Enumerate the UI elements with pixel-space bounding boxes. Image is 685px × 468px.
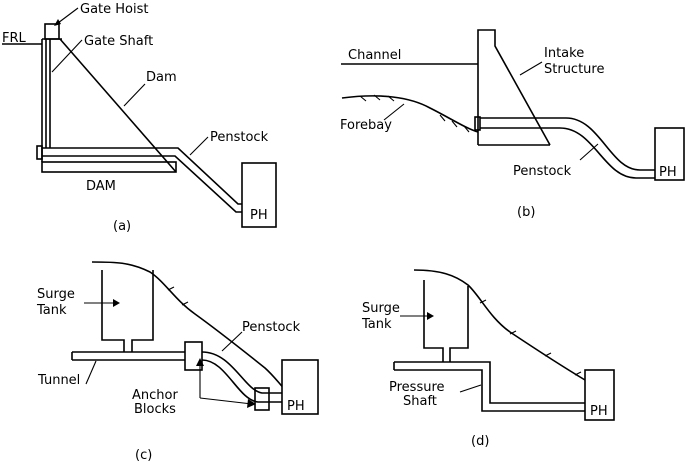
panel-a: Gate Hoist FRL Gate Shaft Dam Penstock D… bbox=[2, 2, 277, 234]
ground-hatching-c bbox=[167, 286, 189, 306]
label-intake-2: Structure bbox=[544, 62, 604, 77]
leader-penstock-a bbox=[189, 136, 209, 156]
arrow-gate-hoist bbox=[54, 19, 61, 26]
panel-d: Surge Tank Pressure Shaft PH (d) bbox=[361, 269, 615, 449]
label-dam-base: DAM bbox=[86, 179, 116, 194]
power-house-a bbox=[241, 162, 277, 228]
leader-gate-hoist bbox=[57, 7, 79, 24]
label-ph-d: PH bbox=[590, 404, 608, 419]
label-penstock-c: Penstock bbox=[242, 320, 301, 335]
ground-surface-c bbox=[91, 261, 289, 394]
label-penstock-b: Penstock bbox=[513, 164, 572, 179]
dam-downstream-slope bbox=[59, 38, 177, 173]
ground-hatching-d bbox=[479, 299, 582, 376]
leader-intake bbox=[519, 61, 543, 76]
penstock-inlet bbox=[36, 145, 43, 160]
label-pressure-1: Pressure bbox=[389, 380, 445, 395]
penstock-top-b bbox=[480, 117, 655, 171]
label-surge-d-1: Surge bbox=[362, 301, 400, 316]
label-forebay: Forebay bbox=[340, 118, 392, 133]
label-gate-hoist: Gate Hoist bbox=[80, 2, 148, 17]
power-house-c bbox=[281, 359, 319, 415]
forebay-hatching bbox=[359, 94, 470, 133]
label-anchor-1: Anchor bbox=[132, 388, 178, 403]
panel-c: Surge Tank Penstock Tunnel Anchor Blocks… bbox=[36, 261, 319, 463]
power-house-b bbox=[654, 127, 685, 181]
leader-pressure-shaft bbox=[459, 384, 482, 393]
label-penstock-a: Penstock bbox=[210, 130, 269, 145]
label-dam: Dam bbox=[146, 70, 177, 85]
caption-c: (c) bbox=[135, 448, 152, 463]
label-tunnel: Tunnel bbox=[37, 373, 80, 388]
penstock-bottom-c bbox=[201, 359, 282, 403]
penstock-top-c bbox=[201, 351, 282, 394]
leader-tunnel bbox=[85, 360, 97, 385]
surge-tank-right bbox=[131, 270, 154, 352]
leader-penstock-b bbox=[579, 143, 599, 161]
label-frl: FRL bbox=[2, 31, 27, 46]
leader-gate-shaft bbox=[51, 39, 83, 73]
arrow-surge-c bbox=[113, 299, 120, 307]
panel-b: Channel Intake Structure Forebay Penstoc… bbox=[340, 29, 685, 220]
label-pressure-2: Shaft bbox=[403, 394, 437, 409]
penstock-bottom bbox=[42, 155, 242, 213]
pressure-shaft-top bbox=[394, 361, 585, 404]
leader-penstock-c bbox=[221, 331, 243, 352]
arrow-anchor-lower bbox=[247, 399, 256, 408]
penstock-inlet-b bbox=[474, 116, 481, 131]
leader-anchor-lower bbox=[199, 397, 253, 405]
arrow-anchor-upper bbox=[196, 358, 204, 366]
leader-dam bbox=[123, 83, 146, 107]
caption-b: (b) bbox=[517, 205, 535, 220]
leader-forebay bbox=[383, 103, 405, 121]
surge-tank-right-d bbox=[449, 286, 469, 362]
label-ph-a: PH bbox=[250, 208, 268, 223]
label-ph-c: PH bbox=[287, 399, 305, 414]
label-surge-c-2: Tank bbox=[36, 303, 67, 318]
label-channel: Channel bbox=[348, 48, 401, 63]
ground-surface-d bbox=[413, 269, 586, 381]
label-surge-d-2: Tank bbox=[361, 317, 392, 332]
surge-tank-left-d bbox=[423, 280, 444, 362]
label-surge-c-1: Surge bbox=[37, 287, 75, 302]
intake-structure-outline bbox=[477, 29, 551, 146]
power-house-d bbox=[584, 369, 615, 421]
arrow-surge-d bbox=[427, 312, 434, 320]
label-anchor-2: Blocks bbox=[134, 402, 176, 417]
dam-base bbox=[41, 161, 177, 173]
penstock-bottom-b bbox=[480, 127, 655, 179]
label-ph-b: PH bbox=[659, 165, 677, 180]
label-gate-shaft: Gate Shaft bbox=[84, 34, 153, 49]
surge-tank-left bbox=[101, 270, 125, 352]
pressure-shaft-bottom bbox=[394, 369, 585, 412]
caption-d: (d) bbox=[471, 434, 489, 449]
gate-hoist-box bbox=[44, 23, 60, 40]
label-intake-1: Intake bbox=[544, 46, 584, 61]
caption-a: (a) bbox=[113, 219, 131, 234]
penstock-top bbox=[42, 147, 242, 205]
